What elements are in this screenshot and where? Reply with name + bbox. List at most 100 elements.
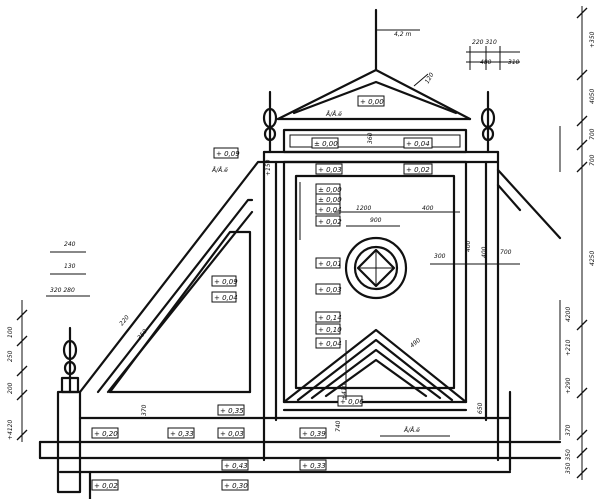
dim-right-g: +290 bbox=[565, 377, 572, 394]
dim-low-4150: +150 bbox=[265, 159, 272, 176]
dim-mid-1200: 1200 bbox=[356, 205, 371, 212]
elevation-label-text: + 0,35 bbox=[220, 407, 244, 415]
dim-left-240: 240 bbox=[64, 241, 76, 248]
elevation-labels: + 0,00± 0,00+ 0,04+ 0,03+ 0,02± 0,00± 0,… bbox=[91, 95, 433, 491]
rose-window-outer bbox=[344, 236, 408, 300]
dim-low-740: 740 bbox=[335, 420, 342, 432]
elevation-label-text: + 0,09 bbox=[214, 278, 238, 286]
elevation-label: + 0,01 bbox=[315, 257, 342, 269]
note-upper: Å/Å.ё bbox=[211, 167, 228, 174]
dim-mid-900: 900 bbox=[370, 217, 382, 224]
elevation-label-box bbox=[315, 203, 341, 215]
elevation-label-text: + 0,33 bbox=[170, 430, 194, 438]
elevation-label: + 0,09 bbox=[213, 147, 240, 159]
dim-spire-top: 4,2 m bbox=[394, 31, 411, 38]
elevation-label-box bbox=[315, 323, 341, 335]
dim-c-360: 360 bbox=[367, 132, 374, 144]
lower-gable-4 bbox=[324, 358, 428, 398]
elevation-label-box bbox=[315, 257, 341, 269]
dim-left-330: 320 280 bbox=[50, 287, 75, 294]
dim-right-d: 4250 bbox=[589, 251, 596, 266]
lower-gable-3 bbox=[310, 348, 442, 400]
elevation-label: ± 0,00 bbox=[311, 137, 339, 149]
elevation-label: + 0,30 bbox=[221, 479, 249, 491]
dim-left-4120: +4120 bbox=[7, 420, 14, 440]
elevation-label-text: + 0,00 bbox=[360, 98, 384, 106]
dim-top-120: 120 bbox=[424, 71, 436, 85]
dim-low-650: 650 bbox=[477, 402, 484, 414]
elevation-label: + 0,02 bbox=[315, 215, 342, 227]
elevation-label-box bbox=[311, 137, 339, 149]
elevation-label: + 0,02 bbox=[91, 479, 119, 491]
cornice-box bbox=[282, 128, 468, 154]
elevation-label-box bbox=[211, 291, 237, 303]
dim-mid-400: 400 bbox=[422, 205, 434, 212]
elevation-label-text: + 0,14 bbox=[318, 314, 342, 322]
cornice-inner bbox=[289, 134, 461, 148]
elevation-label-text: ± 0,00 bbox=[314, 140, 338, 148]
elevation-label: + 0,06 bbox=[337, 395, 364, 407]
dim-low-370: 370 bbox=[141, 404, 148, 416]
elevation-label-text: + 0,04 bbox=[318, 206, 342, 214]
dim-left-200: 200 bbox=[7, 382, 14, 394]
elevation-label-text: + 0,04 bbox=[406, 140, 430, 148]
elevation-label-box bbox=[221, 479, 249, 491]
elevation-label-text: + 0,43 bbox=[224, 462, 248, 470]
structure bbox=[38, 8, 562, 499]
elevation-label-box bbox=[403, 163, 433, 175]
dim-left-130: 130 bbox=[64, 263, 76, 270]
elevation-label-box bbox=[403, 137, 433, 149]
left-dimension-chain bbox=[16, 300, 28, 442]
outer-pediment bbox=[276, 68, 472, 121]
inner-pediment bbox=[292, 80, 458, 115]
note-bottom: Å/Å.ё bbox=[403, 427, 420, 434]
elevation-label-box bbox=[299, 427, 327, 439]
elevation-label-text: + 0,03 bbox=[318, 166, 342, 174]
elevation-label: ± 0,00 bbox=[315, 193, 342, 205]
elevation-label-text: + 0,02 bbox=[94, 482, 118, 490]
dim-mid-400b: 400 bbox=[465, 240, 472, 252]
dim-right-b: 700 bbox=[589, 128, 596, 140]
rose-window-inner bbox=[353, 245, 399, 291]
elevation-label-text: + 0,01 bbox=[318, 260, 342, 268]
dim-right-f: +210 bbox=[565, 339, 572, 356]
elevation-label-text: + 0,02 bbox=[406, 166, 430, 174]
dim-mid-300: 300 bbox=[434, 253, 446, 260]
dim-low-410: +410 bbox=[341, 383, 348, 400]
elevation-label: + 0,03 bbox=[315, 283, 342, 295]
elevation-label-box bbox=[315, 163, 343, 175]
central-panel-inner bbox=[294, 174, 456, 390]
finial-pier bbox=[60, 326, 80, 394]
elevation-label-text: + 0,03 bbox=[220, 430, 244, 438]
elevation-label: + 0,14 bbox=[315, 311, 342, 323]
elevation-label-box bbox=[213, 147, 239, 159]
elevation-label: + 0,04 bbox=[211, 291, 238, 303]
elevation-label-text: + 0,10 bbox=[318, 326, 342, 334]
dim-right-h: 370 bbox=[565, 424, 572, 436]
finial-left bbox=[262, 90, 278, 154]
elevation-label-box bbox=[221, 459, 249, 471]
dim-diag-220: 220 bbox=[118, 314, 131, 327]
elevation-label: + 0,04 bbox=[315, 337, 342, 349]
elevation-label-box bbox=[315, 215, 341, 227]
elevation-label-box bbox=[91, 479, 119, 491]
elevation-label-text: + 0,03 bbox=[318, 286, 342, 294]
elevation-label: + 0,10 bbox=[315, 323, 342, 335]
elevation-label: + 0,39 bbox=[299, 427, 327, 439]
elevation-label-box bbox=[91, 427, 119, 439]
left-wing-slope-outer bbox=[78, 160, 266, 394]
elevation-label-text: + 0,04 bbox=[318, 340, 342, 348]
elevation-label: + 0,20 bbox=[91, 427, 119, 439]
lower-gable-1 bbox=[282, 328, 468, 404]
left-wing-panel bbox=[108, 230, 252, 394]
dim-mid-700: 700 bbox=[500, 249, 512, 256]
elevation-label-box bbox=[217, 404, 245, 416]
elevation-label: + 0,00 bbox=[357, 95, 385, 107]
elevation-label-box bbox=[315, 283, 341, 295]
elevation-label: + 0,43 bbox=[221, 459, 249, 471]
elevation-label-text: + 0,39 bbox=[302, 430, 326, 438]
dim-sq-a: 220 310 bbox=[472, 39, 497, 46]
elevation-label-box bbox=[315, 311, 341, 323]
elevation-label-text: + 0,04 bbox=[214, 294, 238, 302]
